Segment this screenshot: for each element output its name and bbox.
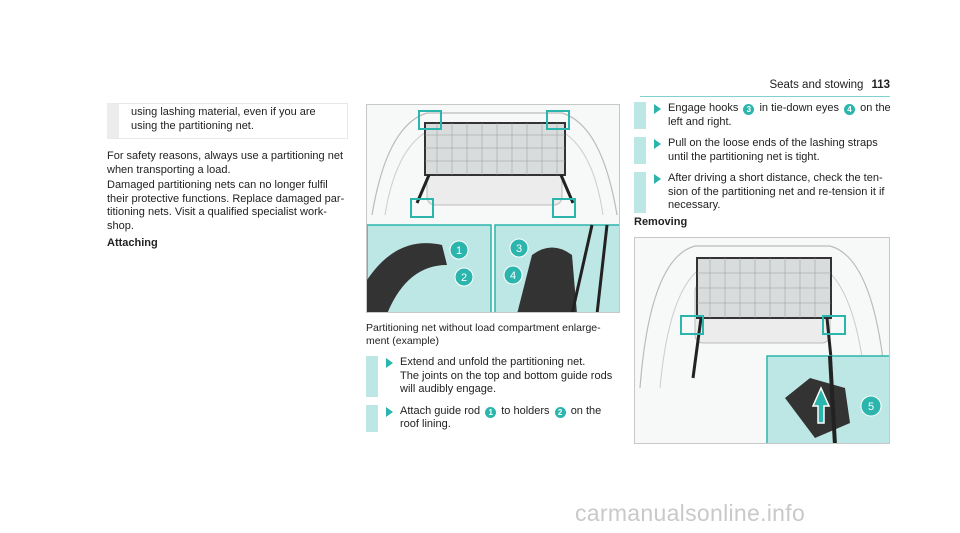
svg-text:1: 1	[456, 245, 462, 257]
step-text: Attach guide rod 1 to holders 2 on the	[400, 404, 602, 418]
step-text: until the partitioning net is tight.	[668, 150, 820, 163]
svg-text:4: 4	[510, 270, 516, 282]
step-text: sion of the partitioning net and re-tens…	[668, 185, 885, 198]
note-box: using lashing material, even if you are …	[107, 103, 348, 139]
figure-caption: Partitioning net without load compartmen…	[366, 322, 626, 347]
watermark: carmanualsonline.info	[575, 500, 806, 526]
callout-badge-3: 3	[743, 104, 755, 115]
column-1: For safety reasons, always use a partiti…	[107, 150, 352, 253]
text-line: For safety reasons, always use a partiti…	[107, 150, 344, 162]
caption-line: ment (example)	[366, 334, 439, 347]
step-arrow-icon	[654, 174, 661, 184]
callout-5: 5	[860, 395, 882, 417]
step-bar	[366, 356, 378, 397]
step-engage-hooks: Engage hooks 3 in tie-down eyes 4 on the…	[634, 102, 894, 129]
step-bar	[634, 137, 646, 164]
step-arrow-icon	[386, 406, 393, 417]
step-text: The joints on the top and bottom guide r…	[400, 369, 613, 382]
step-text: will audibly engage.	[400, 383, 497, 395]
note-line-1: using lashing material, even if you are	[131, 106, 316, 118]
step-attach-rod: Attach guide rod 1 to holders 2 on the r…	[366, 404, 626, 432]
cargo-net-removal-illustration: 5	[639, 245, 889, 443]
step-check-tension: After driving a short distance, check th…	[634, 172, 894, 213]
tension-steps: Engage hooks 3 in tie-down eyes 4 on the…	[634, 102, 894, 221]
step-text: Extend and unfold the partitioning net.	[400, 356, 586, 368]
callout-badge-1: 1	[485, 406, 497, 418]
step-text: After driving a short distance, check th…	[668, 172, 883, 184]
attach-steps: Extend and unfold the partitioning net. …	[366, 356, 626, 440]
page-number: 113	[871, 79, 890, 91]
step-text: Pull on the loose ends of the lashing st…	[668, 137, 878, 149]
step-text: necessary.	[668, 199, 721, 211]
step-bar	[634, 172, 646, 213]
section-title: Seats and stowing	[769, 79, 864, 91]
svg-text:5: 5	[868, 401, 874, 413]
text-line: Damaged partitioning nets can no longer …	[107, 179, 328, 191]
callout-badge-4: 4	[844, 104, 856, 115]
paragraph-damaged: Damaged partitioning nets can no longer …	[107, 179, 352, 233]
note-text: using lashing material, even if you are …	[131, 106, 347, 133]
step-extend: Extend and unfold the partitioning net. …	[366, 356, 626, 397]
text-line: their protective functions. Replace dama…	[107, 192, 345, 205]
step-pull-straps: Pull on the loose ends of the lashing st…	[634, 137, 894, 164]
text-line: shop.	[107, 219, 134, 232]
figure-attaching-illustration: 1 2 3 4	[366, 104, 620, 313]
callout-4: 4	[503, 265, 523, 285]
heading-attaching: Attaching	[107, 237, 158, 249]
callout-1: 1	[449, 240, 469, 260]
cargo-net-illustration: 1 2 3 4	[367, 110, 619, 312]
note-line-2: using the partitioning net.	[131, 119, 254, 132]
header-rule	[640, 96, 890, 97]
callout-badge-2: 2	[554, 406, 566, 418]
text-line: titioning nets. Visit a qualified specia…	[107, 206, 327, 218]
step-text: roof lining.	[400, 418, 451, 430]
svg-text:3: 3	[516, 243, 522, 255]
text-line: when transporting a load.	[107, 163, 231, 176]
step-arrow-icon	[654, 104, 661, 114]
step-text: left and right.	[668, 115, 732, 128]
heading-removing: Removing	[634, 216, 688, 228]
page-header: Seats and stowing 113	[769, 79, 890, 91]
callout-3: 3	[509, 238, 529, 258]
step-bar	[366, 404, 378, 432]
paragraph-safety: For safety reasons, always use a partiti…	[107, 150, 352, 177]
callout-2: 2	[454, 267, 474, 287]
step-bar	[634, 102, 646, 129]
caption-line: Partitioning net without load compartmen…	[366, 322, 601, 334]
step-arrow-icon	[386, 358, 393, 368]
figure-removing-illustration: 5	[634, 237, 890, 444]
step-arrow-icon	[654, 139, 661, 149]
step-text: Engage hooks 3 in tie-down eyes 4 on the	[668, 102, 891, 115]
svg-text:2: 2	[461, 272, 467, 284]
